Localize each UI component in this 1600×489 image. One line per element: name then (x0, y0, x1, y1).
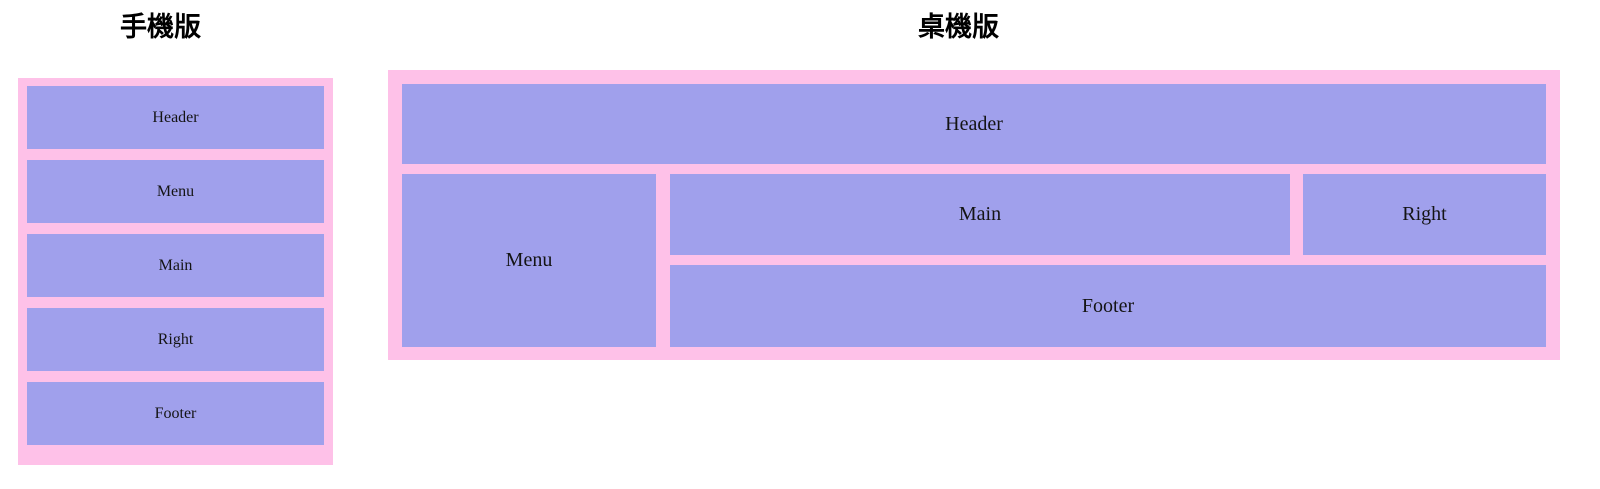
mobile-block-footer-label: Footer (154, 404, 197, 422)
desktop-block-footer: Footer (670, 265, 1546, 347)
desktop-block-main: Main (670, 174, 1290, 255)
desktop-block-menu: Menu (402, 174, 656, 347)
desktop-block-footer-label: Footer (1081, 294, 1135, 317)
mobile-layout-container: Header Menu Main Right Footer (18, 78, 333, 465)
desktop-block-header: Header (402, 84, 1546, 164)
mobile-block-main: Main (27, 234, 324, 297)
mobile-block-header: Header (27, 86, 324, 149)
desktop-block-right-label: Right (1402, 203, 1447, 225)
desktop-block-main-label: Main (958, 203, 1002, 225)
desktop-block-right: Right (1303, 174, 1546, 255)
mobile-block-footer: Footer (27, 382, 324, 445)
mobile-layout-title: 手機版 (120, 12, 201, 43)
mobile-block-menu: Menu (27, 160, 324, 223)
desktop-layout-title: 桌機版 (918, 12, 999, 43)
mobile-block-menu-label: Menu (156, 182, 195, 200)
desktop-block-menu-label: Menu (505, 249, 553, 271)
desktop-block-header-label: Header (945, 112, 1003, 135)
mobile-block-header-label: Header (152, 108, 199, 126)
desktop-layout-container: Header Menu Main Right Footer (388, 70, 1560, 360)
mobile-block-right: Right (27, 308, 324, 371)
mobile-block-main-label: Main (158, 256, 193, 274)
mobile-block-right-label: Right (157, 330, 194, 348)
